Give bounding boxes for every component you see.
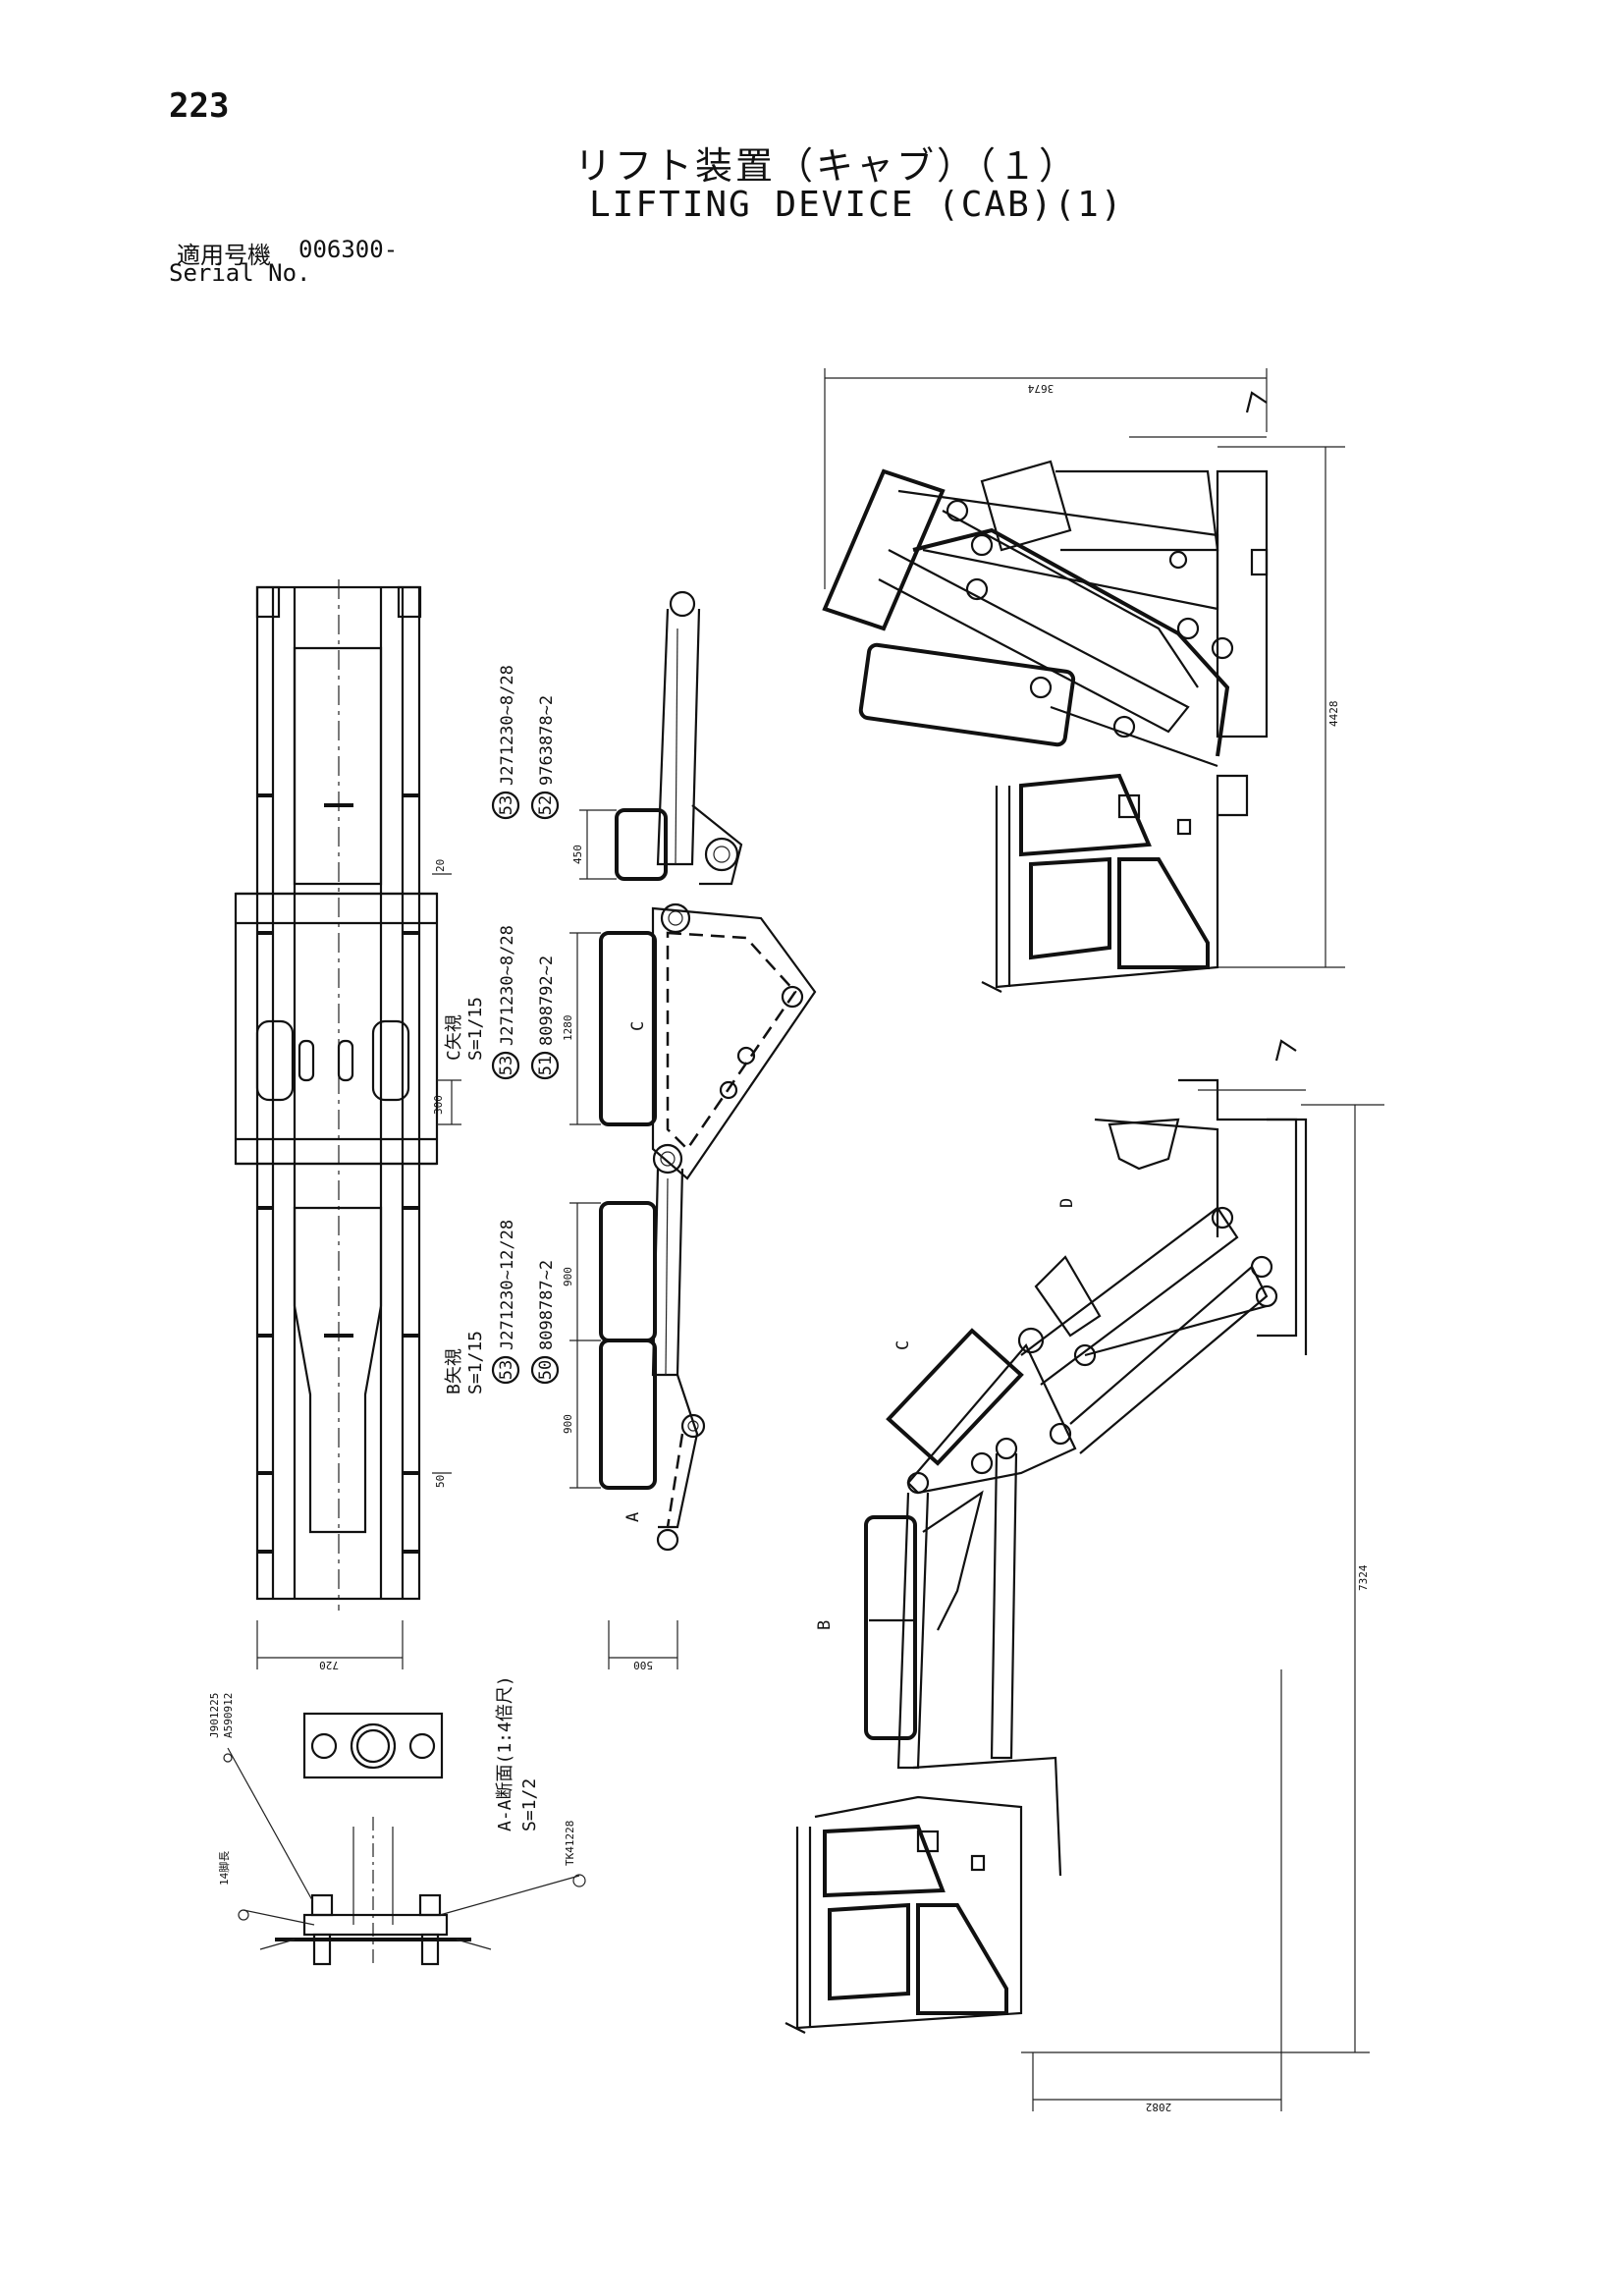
- arrow-d-raised: D: [1057, 1198, 1077, 1208]
- callout-50-no: 50: [536, 1360, 556, 1380]
- dim-50: 50: [434, 1475, 447, 1488]
- arrow-c-link: C: [628, 1021, 648, 1031]
- view-c-scale: S=1/15: [465, 997, 486, 1061]
- dim-4428: 4428: [1327, 701, 1340, 728]
- dim-500: 500: [633, 1659, 653, 1671]
- callout-53b-no: 53: [497, 1056, 516, 1075]
- dim-900a: 900: [562, 1267, 574, 1286]
- callout-53c-no: 53: [497, 1360, 516, 1380]
- callout-51-code: 8098792~2: [537, 956, 557, 1046]
- view-c-label: C矢視: [444, 1014, 464, 1061]
- callout-50-code: 8098787~2: [537, 1260, 557, 1350]
- callout-52-code: 9763878~2: [537, 695, 557, 786]
- hw-washer: A590912: [222, 1693, 235, 1738]
- callout-51-no: 51: [536, 1056, 556, 1075]
- dim-7324: 7324: [1357, 1564, 1370, 1591]
- title-english: LIFTING DEVICE (CAB)(1): [589, 185, 1124, 225]
- arrow-b-raised: B: [815, 1620, 835, 1630]
- dim-3674: 3674: [1027, 382, 1054, 395]
- side-view-retracted: 3674 4428: [822, 368, 1345, 993]
- side-view-raised: 7324 2082: [784, 1039, 1384, 2113]
- view-b-label: B矢視: [444, 1348, 464, 1394]
- callout-53b-code: J271230~8/28: [498, 925, 517, 1046]
- arrow-c-raised: C: [893, 1340, 913, 1350]
- hw-weld: 14脚長: [217, 1851, 231, 1886]
- section-a-a: A-A断面(1:4倍尺) S=1/2 J901225 A590912 TK412…: [208, 1675, 586, 1966]
- view-b-scale: S=1/15: [465, 1331, 486, 1394]
- page-number: 223: [169, 86, 230, 126]
- dim-300: 300: [432, 1095, 445, 1115]
- part-callouts: 53 J271230~8/28 52 9763878~2 53 J271230~…: [491, 665, 560, 1385]
- serial-label-english: Serial No.: [169, 259, 311, 287]
- callout-52-no: 52: [536, 795, 556, 815]
- section-a-scale: S=1/2: [519, 1778, 540, 1831]
- section-a-label: A-A断面(1:4倍尺): [495, 1675, 515, 1831]
- link-side-view: 450 1280 900 900 500 A C: [562, 590, 817, 1671]
- dim-2082: 2082: [1146, 2101, 1172, 2113]
- callout-53c-code: J271230~12/28: [498, 1220, 517, 1350]
- title-japanese: リフト装置（キャブ）（１）: [574, 144, 1080, 188]
- dim-20: 20: [434, 859, 447, 872]
- hw-nut: TK41228: [564, 1821, 576, 1866]
- dim-900b: 900: [562, 1414, 574, 1434]
- serial-label-japanese: 適用号機: [177, 242, 271, 269]
- callout-53a-no: 53: [497, 795, 516, 815]
- frame-plan-view: 720 20 300 50 C矢視 S=1/15 B矢視 S=1/15: [234, 579, 486, 1671]
- arrow-a-link: A: [623, 1512, 643, 1522]
- dim-720: 720: [319, 1659, 339, 1671]
- dim-450: 450: [571, 845, 584, 864]
- dim-1280: 1280: [562, 1015, 574, 1042]
- callout-53a-code: J271230~8/28: [498, 665, 517, 786]
- serial-value: 006300-: [298, 236, 399, 263]
- hw-bolt: J901225: [208, 1693, 221, 1738]
